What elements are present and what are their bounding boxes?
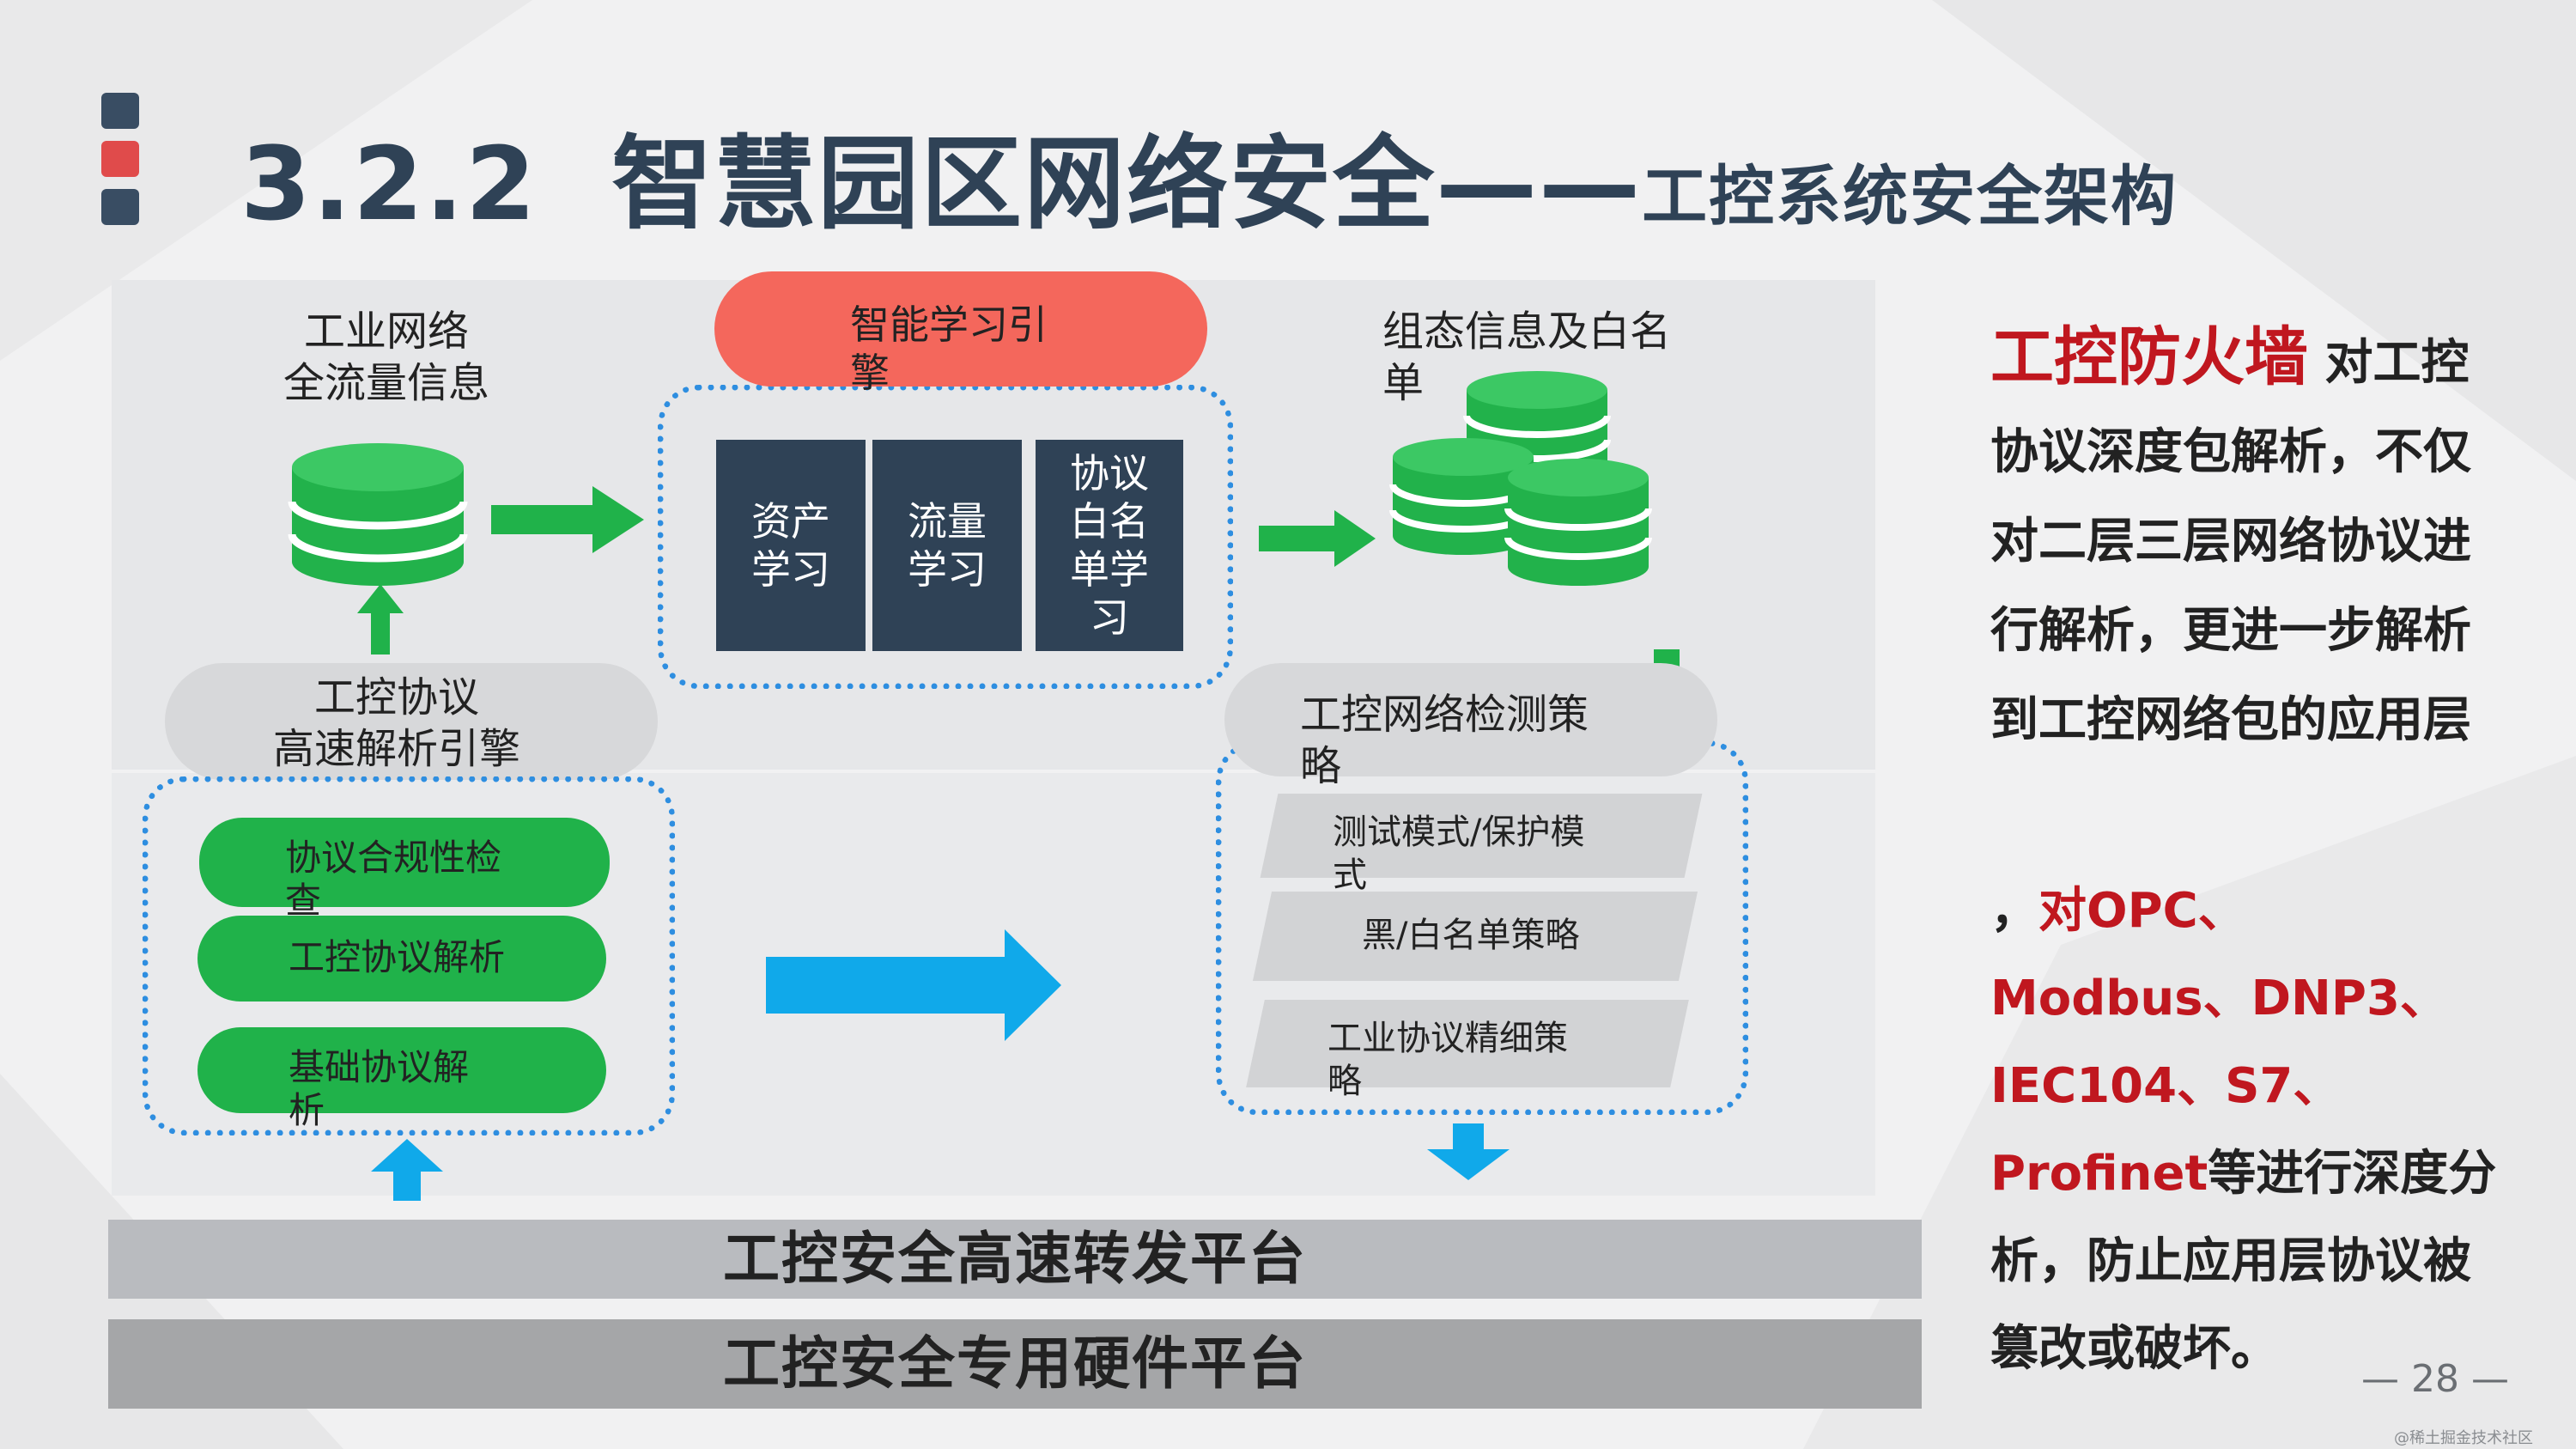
- full-traffic-label: 工业网络 全流量信息: [283, 307, 489, 407]
- title-square-top: [101, 93, 139, 129]
- title-subtitle: 工控系统安全架构: [1642, 158, 2178, 234]
- learning-engine-border: [658, 385, 1233, 689]
- asset-learning-label: 资产 学习: [751, 498, 830, 593]
- arrow-up-icon: [357, 584, 404, 654]
- protocol-description-text: 等进行深度分析，防止应用层协议被 篡改或破坏。: [1990, 1146, 2497, 1377]
- compliance-check-label: 协议合规性检 查: [285, 837, 502, 922]
- basic-protocol-parse-label: 基础协议解 析: [289, 1046, 470, 1131]
- protocol-parse-label: 工控协议解析: [289, 936, 506, 978]
- firewall-heading: 工控防火墙: [1990, 320, 2308, 394]
- arrow-right-icon: [1259, 510, 1376, 567]
- firewall-description: 工控防火墙 对工控协议深度包解析，不仅 对二层三层网络协议进 行解析，更进一步解…: [1990, 313, 2506, 765]
- page-title: 3.2.2 智慧园区网络安全——工控系统安全架构: [240, 101, 2178, 248]
- arrow-down-icon: [1427, 1123, 1510, 1180]
- title-text: 智慧园区网络安全: [611, 125, 1437, 243]
- forwarding-platform-bar: 工控安全高速转发平台: [108, 1220, 1922, 1299]
- title-square-middle: [101, 141, 139, 177]
- protocol-description: ，对OPC、Modbus、DNP3、IEC104、S7、Profinet等进行深…: [1990, 868, 2506, 1393]
- test-protect-mode-label: 测试模式/保护模 式: [1333, 813, 1585, 895]
- protocol-whitelist-learning-label: 协议 白名 单学 习: [1070, 450, 1149, 641]
- forwarding-platform-label: 工控安全高速转发平台: [723, 1226, 1307, 1292]
- parser-engine-pill: [165, 663, 658, 780]
- watermark: @稀土掘金技术社区: [2394, 1429, 2533, 1447]
- arrow-up-icon: [371, 1139, 443, 1201]
- protocol-whitelist-learning-box: 协议 白名 单学 习: [1036, 440, 1183, 651]
- hardware-platform-bar: 工控安全专用硬件平台: [108, 1319, 1922, 1409]
- database-stack-icon: [1389, 371, 1652, 586]
- section-number: 3.2.2: [240, 125, 538, 243]
- industrial-protocol-strategy-label: 工业协议精细策 略: [1327, 1019, 1568, 1101]
- learning-engine-pill: [714, 271, 1207, 387]
- protocol-description-prefix: ，: [1990, 883, 2038, 939]
- basic-protocol-parse-layer: 基础协议解 析: [197, 1027, 606, 1131]
- protocol-list: 对OPC、Modbus、DNP3、IEC104、S7、Profinet: [1990, 883, 2448, 1202]
- protocol-parse-layer: 工控协议解析: [197, 916, 606, 1002]
- parser-engine-label: 工控协议 高速解析引擎: [272, 673, 520, 773]
- asset-learning-box: 资产 学习: [716, 440, 866, 651]
- black-white-list-label: 黑/白名单策略: [1362, 916, 1580, 955]
- database-icon: [288, 443, 468, 586]
- detection-strategy-pill: [1224, 663, 1717, 776]
- compliance-check-layer: 协议合规性检 查: [199, 818, 610, 922]
- arrow-right-icon: [491, 486, 644, 553]
- traffic-learning-label: 流量 学习: [908, 498, 987, 593]
- detection-strategy-label: 工控网络检测策 略: [1300, 691, 1589, 790]
- firewall-description-text: 对工控协议深度包解析，不仅 对二层三层网络协议进 行解析，更进一步解析 到工控网…: [1990, 335, 2471, 748]
- traffic-learning-box: 流量 学习: [872, 440, 1022, 651]
- hardware-platform-label: 工控安全专用硬件平台: [723, 1330, 1307, 1397]
- config-whitelist-label: 组态信息及白名 单: [1382, 307, 1672, 407]
- title-dash: ——: [1436, 125, 1643, 243]
- page-number: — 28 —: [2361, 1357, 2509, 1401]
- learning-engine-label: 智能学习引 擎: [850, 301, 1048, 396]
- title-square-bottom: [101, 189, 139, 225]
- parser-layers-border: [143, 776, 675, 1135]
- arrow-right-icon: [766, 929, 1061, 1041]
